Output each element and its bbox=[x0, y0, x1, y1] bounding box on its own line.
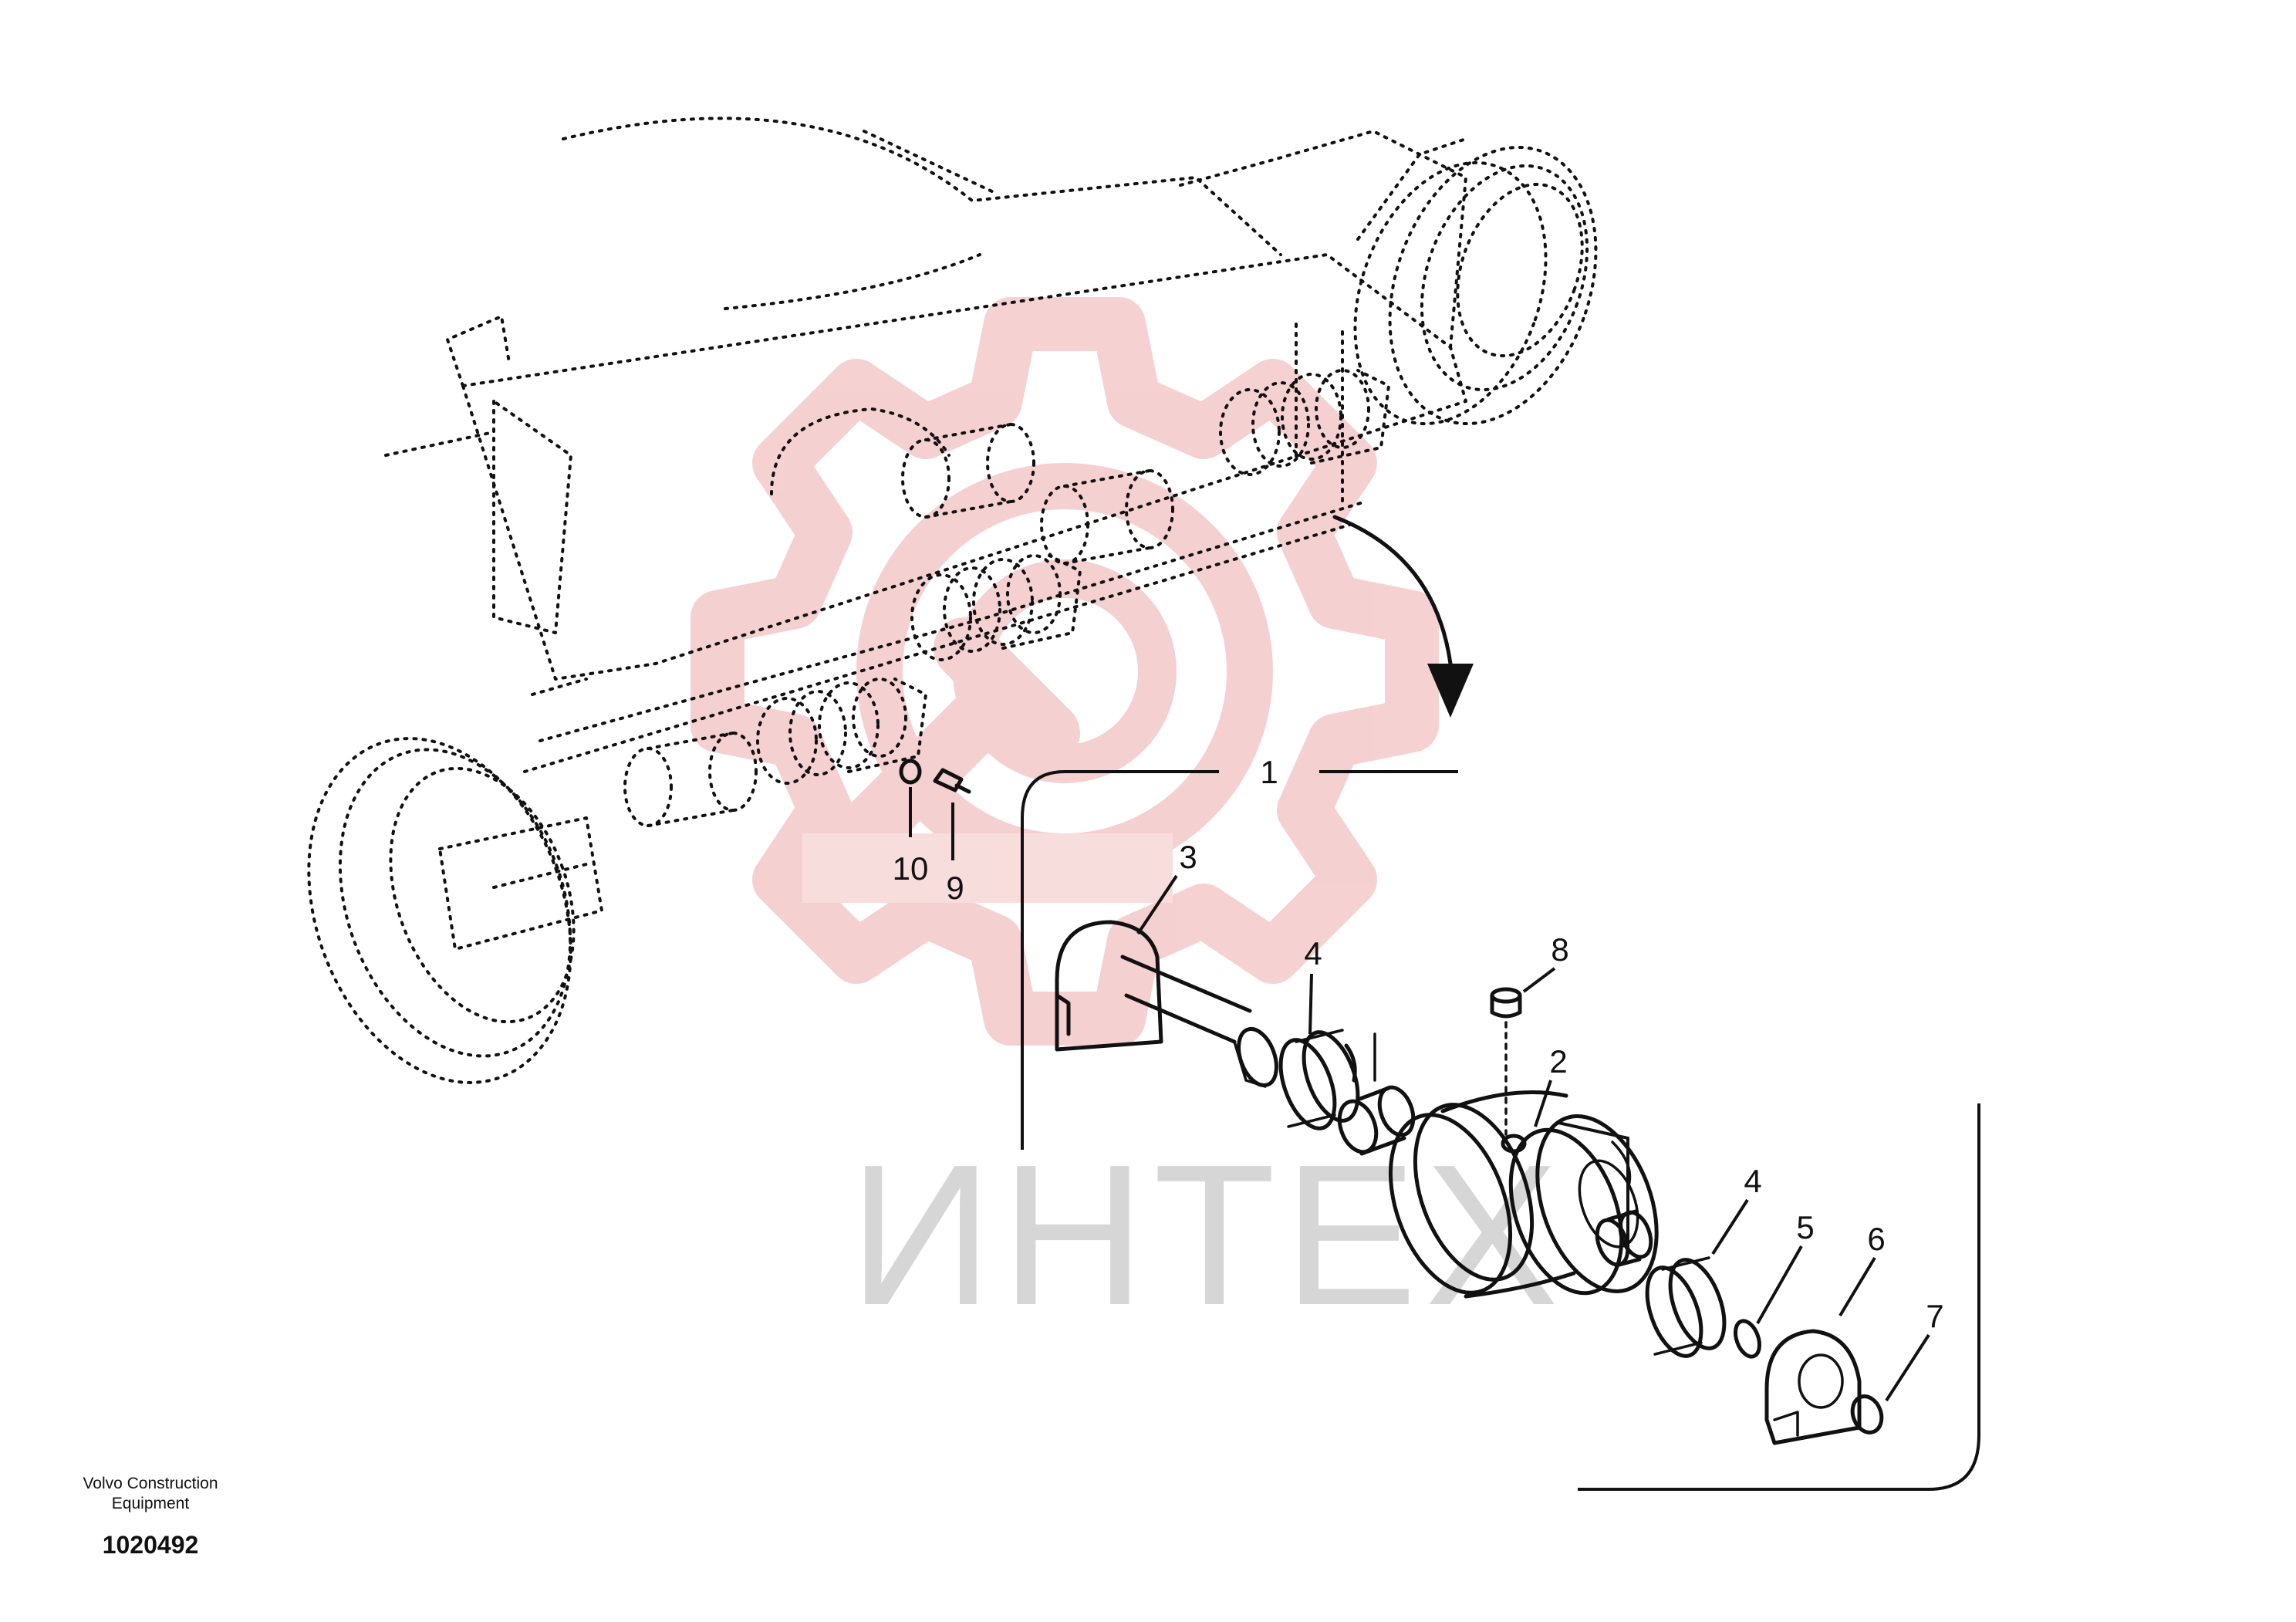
callout-labels: 1 2 3 4 4 5 6 7 8 9 10 bbox=[893, 754, 1944, 1334]
callout-8: 8 bbox=[1551, 931, 1568, 968]
watermark: ИНТЕХ bbox=[690, 297, 1566, 1347]
gear-outline bbox=[690, 297, 1439, 1046]
bushing-lower bbox=[1595, 1209, 1653, 1268]
track-frame bbox=[384, 117, 1467, 773]
callout-2: 2 bbox=[1549, 1043, 1567, 1080]
drive-sprocket bbox=[1353, 137, 1598, 426]
callout-5: 5 bbox=[1796, 1209, 1814, 1245]
callout-4-upper: 4 bbox=[1304, 935, 1322, 972]
washer-part-10 bbox=[899, 759, 922, 785]
title-block: Volvo Construction Equipment 1020492 bbox=[46, 1474, 255, 1559]
item-1-bracket bbox=[1021, 770, 1980, 1491]
drawing-number: 1020492 bbox=[102, 1531, 199, 1559]
roller-part-2 bbox=[1388, 1090, 1659, 1299]
callout-6: 6 bbox=[1867, 1221, 1885, 1257]
logo-bar bbox=[802, 833, 1173, 903]
manufacturer-label: Volvo Construction Equipment bbox=[83, 1475, 218, 1512]
bolt-part-9 bbox=[933, 768, 971, 794]
callout-4-lower: 4 bbox=[1744, 1163, 1761, 1199]
callout-10: 10 bbox=[893, 850, 929, 887]
callout-1: 1 bbox=[1260, 754, 1278, 790]
collar-part-6 bbox=[1764, 1329, 1862, 1445]
o-ring-part-5 bbox=[1733, 1319, 1762, 1359]
gear-wrench-logo bbox=[690, 297, 1439, 1046]
front-idler bbox=[307, 737, 603, 1084]
track-rollers bbox=[623, 369, 1390, 827]
plug-part-8 bbox=[1490, 987, 1522, 1136]
shaft-part-3 bbox=[1055, 920, 1278, 1088]
callout-7: 7 bbox=[1926, 1298, 1943, 1334]
ring-part-7 bbox=[1850, 1394, 1884, 1434]
curved-arrow-icon bbox=[1332, 515, 1474, 718]
seal-part-4-lower bbox=[1645, 1256, 1727, 1358]
seal-part-4-upper bbox=[1278, 1029, 1360, 1130]
callout-9: 9 bbox=[946, 870, 964, 906]
watermark-text: ИНТЕХ bbox=[849, 1124, 1566, 1347]
leader-lines bbox=[909, 787, 1930, 1402]
callout-3: 3 bbox=[1179, 839, 1197, 875]
